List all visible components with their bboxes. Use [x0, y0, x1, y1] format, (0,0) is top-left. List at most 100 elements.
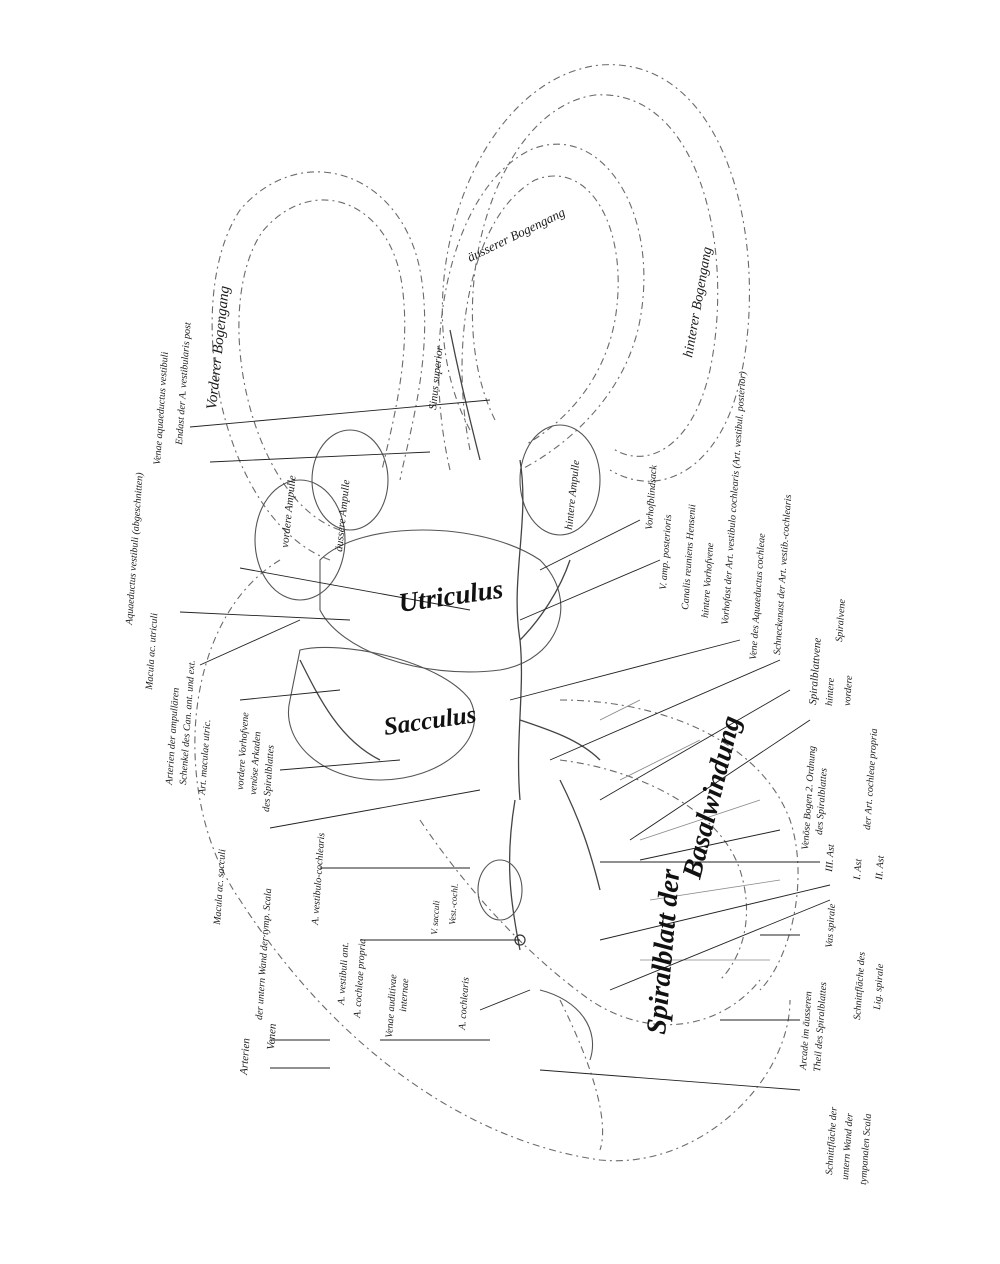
vordere-ampulle-label: vordere Ampulle [279, 475, 299, 549]
lig-spirale-label: Lig. spirale [872, 963, 886, 1011]
leader-line [209, 451, 431, 463]
leader-line [539, 1069, 801, 1091]
aeusserer-bogengang-label: äusserer Bogengang [465, 204, 568, 264]
leader-line [239, 567, 471, 611]
vena-sacculi-label: V. sacculi [429, 900, 441, 935]
a-cochlearis-label: A. cochlearis [457, 977, 472, 1032]
leader-line [549, 659, 781, 761]
schneckenast-label: Schneckenast der Art. vestib.-cochlearis [772, 494, 794, 655]
schenkel-can-label: Schenkel des Can. ant. und ext. [178, 660, 198, 785]
venen-label: Venen [265, 1023, 279, 1051]
vessel-path [508, 799, 521, 951]
major-labels: Utriculus Sacculus Spiralblatt der Basal… [204, 204, 747, 1035]
hinterer-bogengang-label: hinterer Bogengang [681, 246, 715, 359]
leader-line [639, 829, 781, 861]
theil-spiralblattes-label: Theil des Spiralblattes [812, 982, 829, 1073]
radial-line [639, 799, 761, 841]
vordere-label: vordere [842, 675, 855, 707]
vene-aquaeductus-cochleae-label: Vene des Aquaeductus cochleae [748, 532, 768, 660]
a-cochleae-propria-label: A. cochleae propria [352, 938, 369, 1019]
spiral-lamina-arc [559, 699, 799, 991]
sacculus-outline [288, 646, 476, 781]
leader-line [609, 899, 831, 991]
leader-line [509, 639, 741, 701]
vorderer-bogengang-label: Vorderer Bogengang [204, 285, 233, 411]
minor-labels: Sinus superior hintere Ampulle äussere A… [124, 322, 887, 1186]
leader-line [179, 611, 351, 621]
vestibulo-cochl-inner-label: Vest.-cochl. [447, 883, 460, 925]
cochlear-inner-oval [477, 859, 523, 921]
cochlear-curl [539, 989, 594, 1061]
vorhofblindsack-label: Vorhofblindsack [644, 464, 660, 530]
basalwindung-inner [419, 819, 761, 1026]
schnittflaeche-unteren-label: Schnittfläche der [824, 1106, 840, 1175]
leader-line [629, 719, 811, 841]
art-maculae-utric-label: Art. maculae utric. [197, 719, 213, 796]
vessel-path [299, 659, 381, 761]
venoese-arkaden-label: venöse Arkaden [248, 731, 263, 795]
vordere-vorhofvene-label: vordere Vorhofvene [235, 711, 251, 790]
des-spiralblattes-label: des Spiralblattes [261, 745, 277, 813]
aquaeductus-vestibuli-label: Aquaeductus vestibuli (abgeschnitten) [124, 471, 146, 626]
iii-ast-label: III. Ast [824, 844, 837, 874]
ii-ast-label: II. Ast [874, 855, 887, 881]
vessel-path [519, 719, 601, 761]
canalis-reuniens-label: Canalis reuniens Hensenii [680, 504, 698, 610]
basalwindung-outer [194, 559, 791, 1162]
leader-line [269, 789, 481, 829]
arterien-label: Arterien [238, 1037, 253, 1076]
sinus-superior-label: Sinus superior [427, 345, 446, 410]
hintere-ampulle-label: hintere Ampulle [563, 459, 582, 530]
leader-line [599, 689, 791, 801]
hintere-ampulle-outline [519, 424, 601, 536]
radial-line [649, 879, 781, 901]
can-amp-posterioris-label: V. amp. posterioris [658, 514, 674, 590]
endast-vestibularis-label: Endast der A. vestibularis post [174, 322, 194, 447]
leader-lines [179, 399, 831, 1091]
aeusserer-bogengang-outline [438, 143, 645, 471]
macula-utriculi-label: Macula ac. utriculi [144, 612, 160, 691]
vorhofast-label: Vorhofast der Art. vestibulo cochlearis … [720, 370, 749, 625]
leader-line [199, 619, 301, 666]
utriculus-outline [319, 529, 562, 673]
basalwindung-label: Basalwindung [676, 713, 747, 883]
radial-line [599, 699, 641, 721]
venae-aquaeductus-label: Venae aquaeductus vestibuli [152, 351, 171, 465]
leader-line [539, 519, 641, 571]
leader-line [519, 559, 661, 621]
venae-auditivae-label: Venae auditivae [384, 973, 399, 1038]
radial-line [619, 739, 701, 781]
hintere-label: hintere [824, 677, 837, 706]
vorderer-bogengang-outline [211, 171, 426, 561]
spiralblattvene-label: Spiralblattvene [807, 637, 824, 705]
hinterer-bogengang-inner [471, 94, 719, 457]
der-art-cochleae-label: der Art. cochleae propria [862, 728, 880, 830]
a-vestibuli-ant-label: A. vestibuli ant. [336, 942, 351, 1006]
spiralblatt-label: Spiralblatt der [641, 867, 686, 1036]
aeusserer-bogengang-inner [461, 175, 619, 451]
scala-arc-inner [559, 759, 747, 981]
leader-line [279, 759, 401, 771]
vessel-path [519, 559, 571, 641]
hintere-vorhofvene-label: hintere Vorhofvene [700, 542, 716, 618]
spiralvene-label: Spiralvene [834, 598, 848, 642]
i-ast-label: I. Ast [852, 858, 865, 881]
vas-spirale-label: Vas spirale [824, 903, 838, 948]
der-unteren-wand-label: der untern Wand der tymp. Scala [254, 888, 274, 1020]
aeussere-ampulle-outline [311, 429, 389, 531]
vessel-path [516, 459, 524, 801]
vordere-ampulle-outline [254, 479, 346, 601]
leader-line [599, 884, 831, 941]
leader-line [189, 399, 491, 428]
scala-arc-lower [559, 999, 604, 1151]
sacculus-label: Sacculus [382, 701, 478, 741]
outline-drawing [194, 64, 799, 1162]
schnittflaeche-lig-label: Schnittfläche des [852, 951, 868, 1020]
vessel-path [449, 329, 481, 461]
a-vestibulo-cochlearis-label: A. vestibulo-cochlearis [310, 832, 327, 926]
leader-line [239, 689, 341, 701]
unteren-wand-label: untern Wand der [840, 1113, 856, 1181]
vorderer-bogengang-inner [238, 199, 406, 531]
tympanalen-scala-label: tympanalen Scala [858, 1113, 874, 1185]
